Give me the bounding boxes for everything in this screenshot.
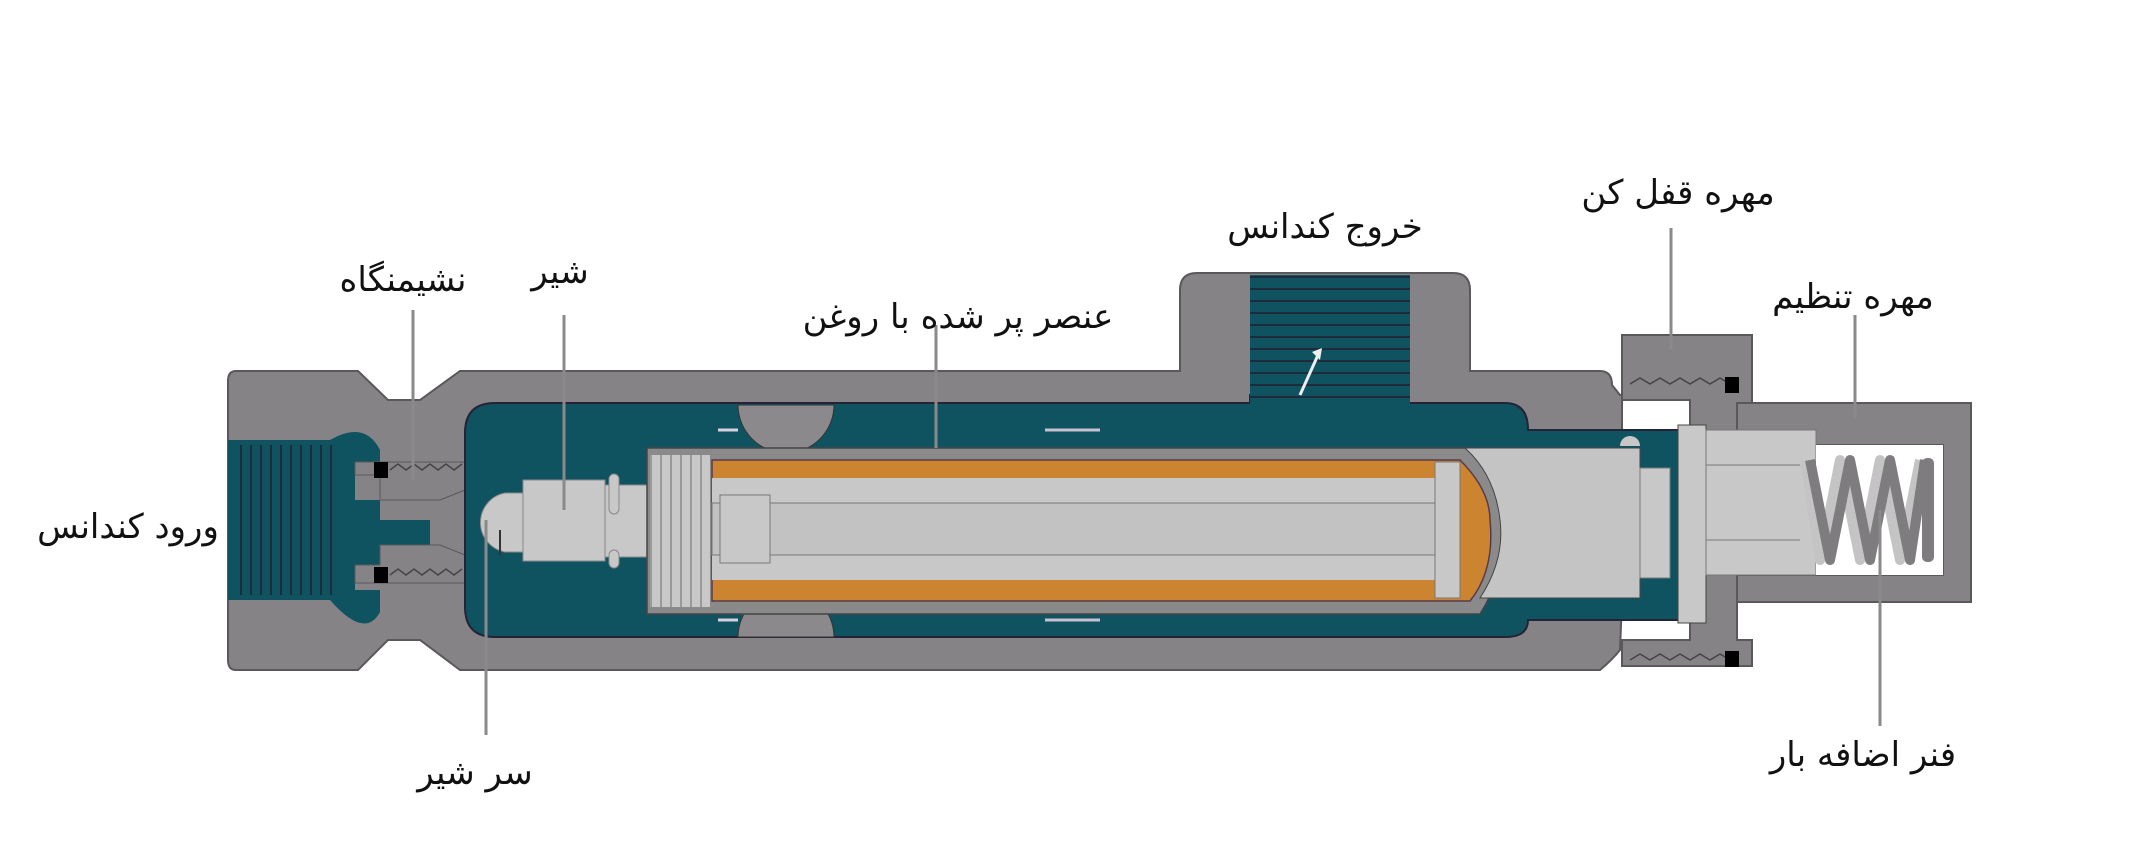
label-outlet: خروج کندانس xyxy=(1227,207,1423,247)
leader-lines xyxy=(411,228,1882,735)
label-valve: شیر xyxy=(531,252,589,292)
seat-seal-top xyxy=(374,462,388,478)
seat-seal-bottom xyxy=(374,567,388,583)
arrow-head-icon xyxy=(1312,348,1322,360)
label-valve-tip: سر شیر xyxy=(417,753,533,793)
oil-filled-element xyxy=(646,436,1671,615)
label-seat: نشیمنگاه xyxy=(339,260,467,300)
valve-seat xyxy=(354,461,466,584)
label-overload-spring: فنر اضافه بار xyxy=(1769,735,1957,775)
label-oil-filled-element: عنصر پر شده با روغن xyxy=(802,297,1114,337)
flow-arrow-icon xyxy=(1298,354,1320,396)
overload-spring xyxy=(1800,455,1934,565)
label-adjusting-nut: مهره تنظیم xyxy=(1772,277,1934,317)
valve xyxy=(480,473,648,569)
label-inlet: ورود کندانس xyxy=(37,507,219,547)
label-lock-nut: مهره قفل کن xyxy=(1581,173,1775,213)
inlet-bore xyxy=(228,432,430,624)
